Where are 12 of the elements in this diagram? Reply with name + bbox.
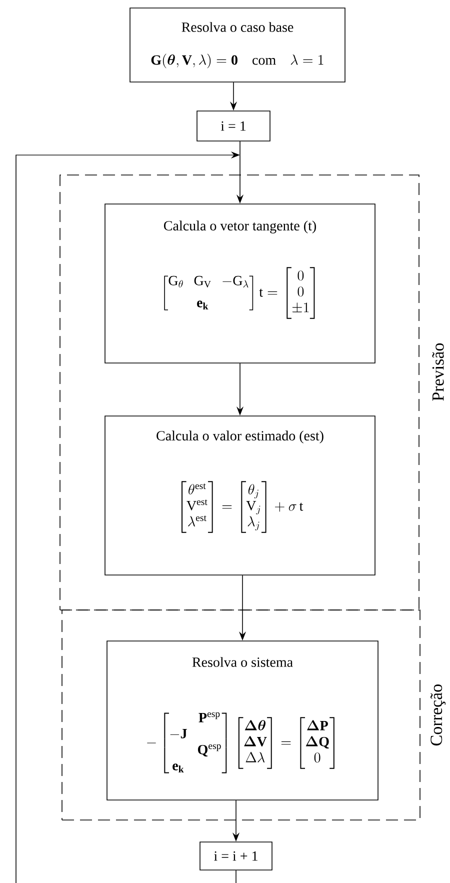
box-heading: Resolva o sistema	[192, 657, 293, 667]
equation: $\begin{bmatrix} \mathrm{G}_\theta & \mathrm{G}_\mathrm{V} & -\mathrm{G}_\lambda \\[6pt] & \mathbf{e_k} & \end{bmatrix} \mathrm{t} = \begin{bmatrix} 0 \\ 0 \\ \pm 1 \end{bmatrix}$	[164, 267, 315, 319]
equation: $\mathbf{G}(\boldsymbol{\theta},\mathbf{V},\lambda)=\mathbf{0}\quad\text{com}\quad\lambda=1$	[151, 54, 324, 68]
step-box: i = 1	[196, 110, 270, 142]
region-label: Correção	[430, 684, 446, 746]
equation: $-\begin{bmatrix} & \mathbf{P}^{\mathrm{esp}} \\ -\mathbf{J} & \\ & \mathbf{Q}^{\mathrm{esp}} \\ \mathbf{e_k} & \end{bmatrix} \begin{bmatrix} \boldsymbol{\Delta\theta} \\ \boldsymbol{\Delta}\mathbf{V} \\ \Delta\lambda \end{bmatrix} = \begin{bmatrix} \boldsymbol{\Delta}\mathbf{P} \\ \boldsymbol{\Delta}\mathbf{Q} \\ 0 \end{bmatrix}$	[147, 712, 334, 774]
step-box: i = i + 1	[200, 842, 272, 870]
box-heading: Calcula o valor estimado (est)	[156, 430, 324, 444]
equation: $\begin{bmatrix} \theta^{\mathrm{est}} \\ \mathrm{V}^{\mathrm{est}} \\ \lambda^{\mathrm{est}} \end{bmatrix} = \begin{bmatrix} \theta_j \\ \mathrm{V}_j \\ \lambda_j \end{bmatrix} + \sigma\,\mathrm{t}$	[182, 481, 304, 533]
box-heading: Calcula o vetor tangente (t)	[164, 220, 316, 234]
box-heading: Resolva o caso base	[182, 22, 294, 32]
region-label: Previsão	[432, 343, 444, 401]
